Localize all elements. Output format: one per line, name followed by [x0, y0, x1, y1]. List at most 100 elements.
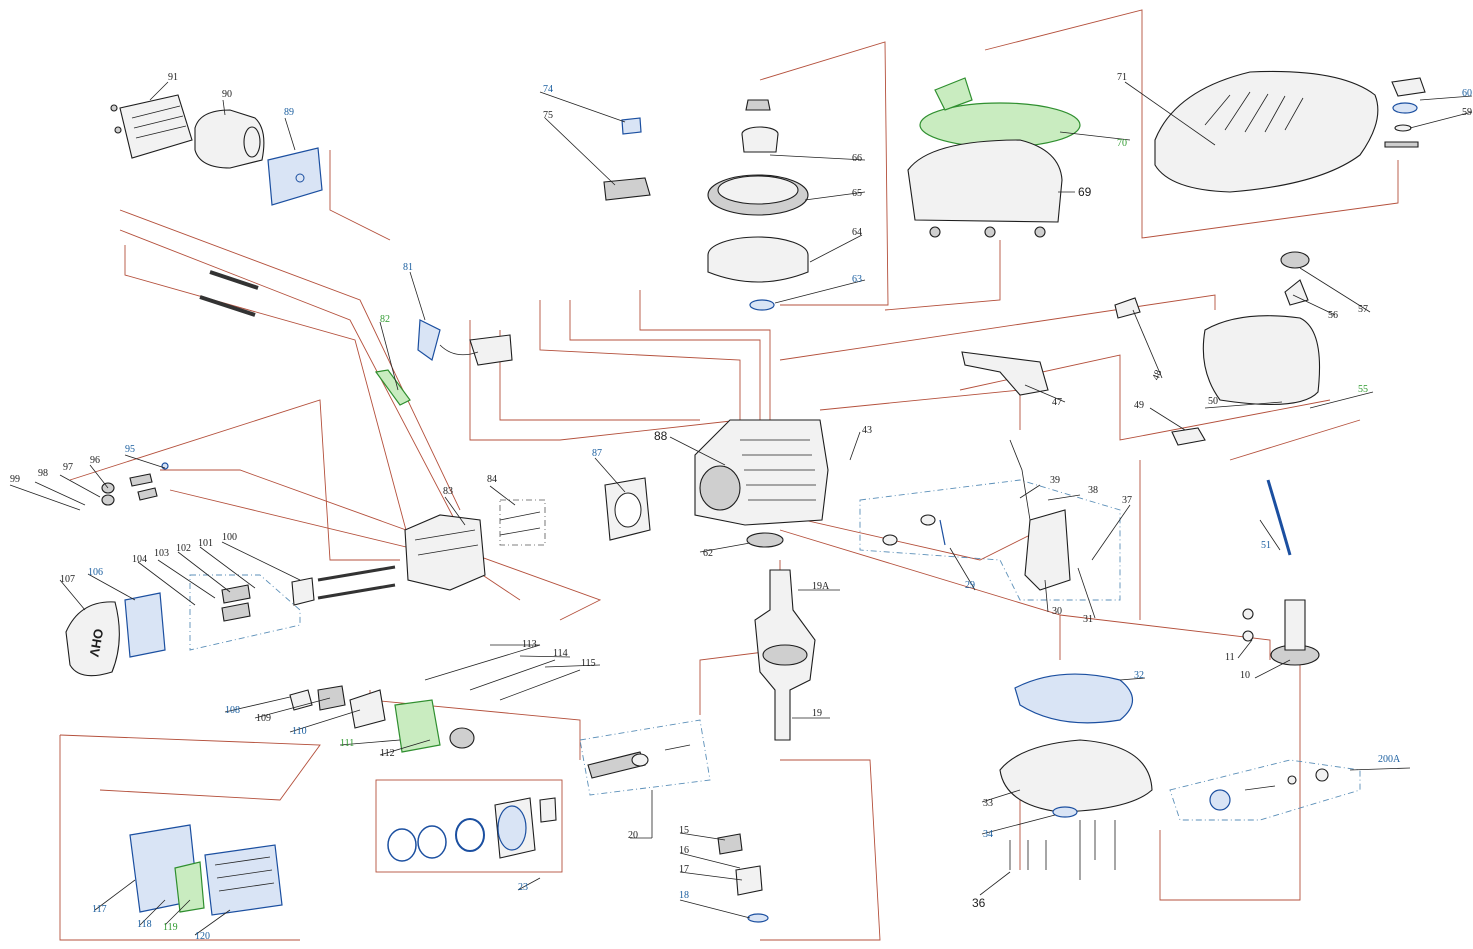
- label-71: 71: [1117, 72, 1127, 83]
- label-107: 107: [60, 574, 75, 585]
- label-39: 39: [1050, 475, 1060, 486]
- label-29: 29: [965, 580, 975, 591]
- label-74: 74: [543, 84, 553, 95]
- oil-fill-dipstick: [717, 833, 769, 923]
- label-91: 91: [168, 72, 178, 83]
- muffler-guard: [110, 94, 193, 159]
- throttle-brackets: [961, 297, 1206, 446]
- air-cleaner: [129, 824, 283, 916]
- spark-plug: [374, 369, 411, 406]
- carburetor: [289, 644, 581, 753]
- label-99: 99: [10, 474, 20, 485]
- muffler-gasket: [267, 147, 323, 206]
- label-66: 66: [852, 153, 862, 164]
- label-112: 112: [380, 748, 395, 759]
- label-57: 57: [1358, 304, 1368, 315]
- label-17: 17: [679, 864, 689, 875]
- piston-set: [387, 797, 557, 862]
- label-23: 23: [518, 882, 528, 893]
- label-19A: 19A: [812, 581, 830, 592]
- valve-cover-emboss: OHV: [87, 628, 107, 659]
- connecting-rod: [587, 744, 691, 779]
- label-32: 32: [1134, 670, 1144, 681]
- label-81: 81: [403, 262, 413, 273]
- head-gasket: [604, 477, 651, 541]
- label-100: 100: [222, 532, 237, 543]
- label-18: 18: [679, 890, 689, 901]
- valve-cover: [65, 592, 166, 677]
- label-36: 36: [972, 896, 986, 910]
- label-101: 101: [198, 538, 213, 549]
- breather-bracket: [603, 117, 651, 201]
- label-90: 90: [222, 89, 232, 100]
- label-11: 11: [1225, 652, 1235, 663]
- label-98: 98: [38, 468, 48, 479]
- label-103: 103: [154, 548, 169, 559]
- label-19: 19: [812, 708, 822, 719]
- group-outlines: [189, 479, 1361, 873]
- fuel-tank: [1202, 251, 1321, 406]
- label-20: 20: [628, 830, 638, 841]
- label-109: 109: [256, 713, 271, 724]
- label-56: 56: [1328, 310, 1338, 321]
- label-51: 51: [1261, 540, 1271, 551]
- label-47: 47: [1052, 397, 1062, 408]
- label-30: 30: [1052, 606, 1062, 617]
- label-59: 59: [1462, 107, 1472, 118]
- cylinder-block: [694, 419, 829, 548]
- label-33: 33: [983, 798, 993, 809]
- label-113: 113: [522, 639, 537, 650]
- label-87: 87: [592, 448, 602, 459]
- flywheel-parts: [707, 99, 809, 311]
- label-63: 63: [852, 274, 862, 285]
- label-111: 111: [340, 738, 354, 749]
- label-200A: 200A: [1378, 754, 1401, 765]
- label-37: 37: [1122, 495, 1132, 506]
- label-49: 49: [1134, 400, 1144, 411]
- label-114: 114: [553, 648, 568, 659]
- label-60: 60: [1462, 88, 1472, 99]
- label-38: 38: [1088, 485, 1098, 496]
- label-50: 50: [1208, 396, 1218, 407]
- camshaft: [1242, 599, 1320, 666]
- label-15: 15: [679, 825, 689, 836]
- muffler: [194, 109, 265, 169]
- label-48: 48: [1151, 369, 1165, 382]
- label-75: 75: [543, 110, 553, 121]
- rocker-parts: [101, 462, 396, 622]
- recoil-starter: [907, 77, 1081, 238]
- label-88: 88: [654, 429, 668, 443]
- head-studs: [199, 270, 259, 317]
- cover-fasteners: [1384, 77, 1426, 148]
- label-10: 10: [1240, 670, 1250, 681]
- label-31: 31: [1083, 614, 1093, 625]
- label-89: 89: [284, 107, 294, 118]
- crankshaft: [754, 569, 816, 741]
- label-95: 95: [125, 444, 135, 455]
- label-82: 82: [380, 314, 390, 325]
- governor-assembly: [882, 439, 1071, 591]
- part-number-labels: 91 90 89 74 75 66 65 64 63 70 69 71 60 5…: [10, 72, 1472, 942]
- engine-cover: [1154, 70, 1379, 193]
- leader-lines: [9, 81, 1473, 936]
- label-84: 84: [487, 474, 497, 485]
- label-83: 83: [443, 486, 453, 497]
- breather-tube: [1266, 479, 1292, 556]
- ignition-coil: [417, 319, 513, 366]
- label-96: 96: [90, 455, 100, 466]
- label-62: 62: [703, 548, 713, 559]
- label-69: 69: [1078, 185, 1092, 199]
- label-97: 97: [63, 462, 73, 473]
- label-108: 108: [225, 705, 240, 716]
- label-55: 55: [1358, 384, 1368, 395]
- label-120: 120: [195, 931, 210, 942]
- label-115: 115: [581, 658, 596, 669]
- oil-pump-group: [1209, 768, 1329, 811]
- label-110: 110: [292, 726, 307, 737]
- label-43: 43: [862, 425, 872, 436]
- label-70: 70: [1117, 138, 1127, 149]
- crankcase-cover: [999, 739, 1153, 880]
- label-102: 102: [176, 543, 191, 554]
- label-106: 106: [88, 567, 103, 578]
